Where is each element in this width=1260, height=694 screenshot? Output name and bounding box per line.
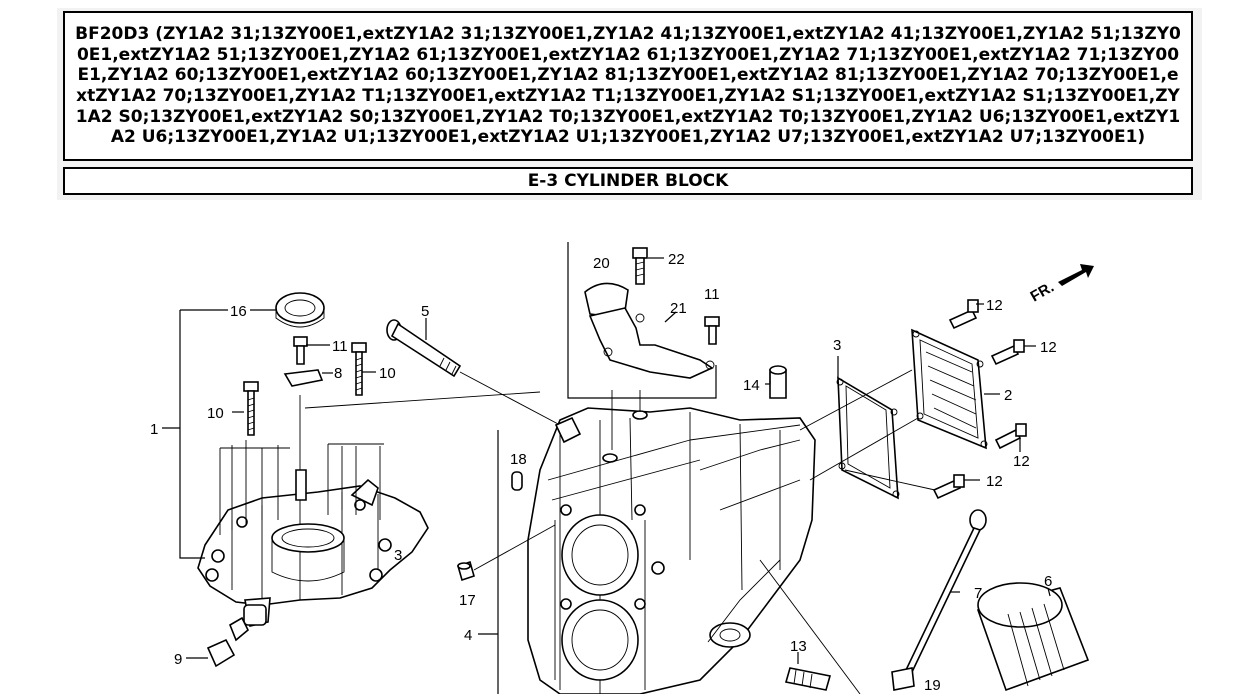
callout-12: 12 bbox=[1013, 453, 1030, 470]
dowel-pin-18 bbox=[511, 471, 523, 491]
direction-marker: FR. bbox=[1028, 279, 1057, 306]
cylinder-block-part bbox=[527, 407, 816, 694]
callout-5: 5 bbox=[421, 303, 429, 320]
clamp-8 bbox=[283, 369, 324, 387]
callout-19: 19 bbox=[924, 677, 941, 694]
exploded-parts-diagram: FR. 1 2 3 3 4 5 6 7 8 9 10 10 11 11 12 1… bbox=[150, 242, 1094, 694]
callout-12: 12 bbox=[986, 473, 1003, 490]
callout-3: 3 bbox=[394, 547, 402, 564]
callout-1: 1 bbox=[150, 421, 158, 438]
callout-11: 11 bbox=[704, 286, 720, 303]
bolt-12-b bbox=[990, 339, 1025, 366]
bolt-5-part bbox=[386, 319, 462, 378]
washer-19 bbox=[891, 667, 915, 691]
callout-16: 16 bbox=[230, 303, 247, 320]
front-arrow-icon bbox=[1058, 264, 1094, 286]
callout-9: 9 bbox=[174, 651, 182, 668]
model-title: BF20D3 (ZY1A2 31;13ZY00E1,extZY1A2 31;13… bbox=[75, 24, 1181, 148]
callout-10: 10 bbox=[379, 365, 396, 382]
bolt-22-part bbox=[632, 247, 648, 285]
section-title-box: E-3 CYLINDER BLOCK bbox=[63, 167, 1193, 195]
callout-13: 13 bbox=[790, 638, 807, 655]
callout-6: 6 bbox=[1044, 573, 1052, 590]
bolt-10-right bbox=[351, 342, 367, 396]
callout-11: 11 bbox=[332, 338, 348, 355]
callout-8: 8 bbox=[334, 365, 342, 382]
callout-7: 7 bbox=[974, 585, 982, 602]
callout-20: 20 bbox=[593, 255, 610, 272]
bolt-13-part bbox=[784, 667, 832, 691]
callout-12: 12 bbox=[1040, 339, 1057, 356]
sensor-9-part bbox=[206, 604, 267, 668]
sleeve-17 bbox=[457, 560, 475, 582]
dipstick-7-part bbox=[904, 509, 987, 673]
model-title-box: BF20D3 (ZY1A2 31;13ZY00E1,extZY1A2 31;13… bbox=[63, 11, 1193, 161]
callout-3: 3 bbox=[833, 337, 841, 354]
callout-21: 21 bbox=[670, 300, 687, 317]
collar-14-part bbox=[769, 365, 787, 399]
oil-seal-part bbox=[275, 292, 325, 328]
callout-4: 4 bbox=[464, 627, 472, 644]
bolt-11-right bbox=[704, 316, 720, 345]
callout-2: 2 bbox=[1004, 387, 1012, 404]
gasket-3-part bbox=[836, 376, 900, 500]
bolt-12-a bbox=[948, 299, 979, 330]
callout-12: 12 bbox=[986, 297, 1003, 314]
bolt-12-d bbox=[932, 474, 965, 500]
callout-14: 14 bbox=[743, 377, 760, 394]
section-title: E-3 CYLINDER BLOCK bbox=[527, 171, 729, 191]
oil-filter-6-part bbox=[976, 582, 1090, 692]
bolt-12-c bbox=[994, 423, 1027, 450]
callout-10: 10 bbox=[207, 405, 224, 422]
bolt-10-left bbox=[243, 381, 259, 436]
callout-18: 18 bbox=[510, 451, 527, 468]
callout-22: 22 bbox=[668, 251, 685, 268]
plate-21-part bbox=[588, 307, 715, 379]
callout-17: 17 bbox=[459, 592, 476, 609]
cover-2-part bbox=[911, 328, 988, 450]
bolt-11-left bbox=[293, 336, 308, 365]
